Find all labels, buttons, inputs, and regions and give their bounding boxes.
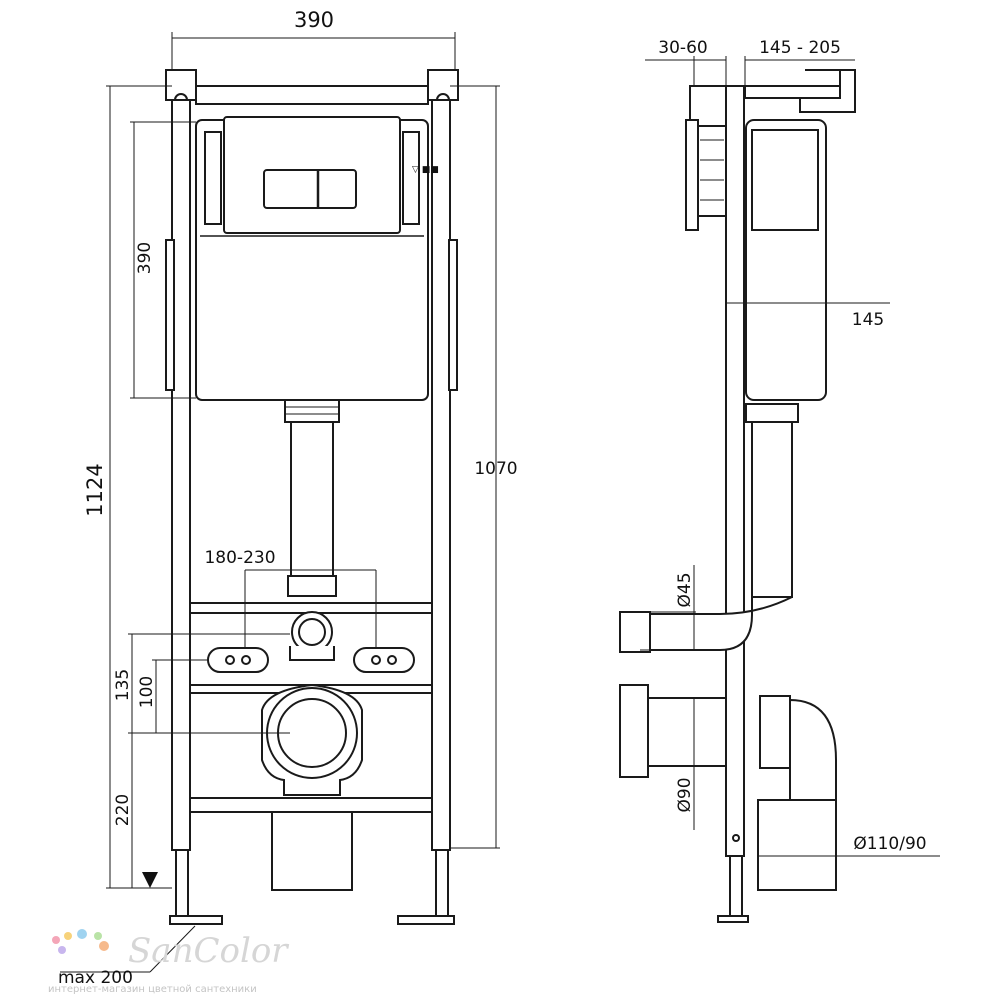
label-1070: 1070: [474, 459, 517, 479]
label-390-left: 390: [135, 242, 155, 274]
dimension-pipe-90: Ø90: [675, 698, 695, 830]
drain-connector: [647, 697, 727, 767]
drain-pipe-below: [271, 811, 353, 891]
label-d110-90: Ø110/90: [853, 834, 926, 854]
flush-outlet-base: [289, 646, 335, 661]
dimension-220: 220: [113, 732, 290, 888]
dimension-frame-height: 1070: [450, 85, 518, 849]
left-foot-leg: [175, 849, 189, 921]
side-pipe-coupling: [745, 403, 799, 423]
flush-buttons: [263, 169, 357, 209]
side-foot-leg: [729, 855, 743, 917]
pipe-vertical: [290, 421, 334, 595]
pipe-coupling: [284, 399, 340, 423]
cross-rail-bottom: [189, 797, 433, 813]
side-flush-pipe: [751, 421, 793, 598]
drain: [261, 683, 363, 891]
side-top-rail: [744, 85, 856, 99]
pipe-collar: [287, 575, 337, 597]
dimension-drain: Ø110/90: [758, 834, 940, 857]
dimension-bolt-spacing: 180-230: [204, 548, 377, 648]
drain-socket: [619, 684, 649, 778]
dimension-depth-range: 145 - 205: [744, 38, 855, 86]
wm-dot-5: [58, 946, 66, 954]
flush-pipe: [284, 399, 340, 661]
cistern-right-clip: [402, 131, 420, 225]
label-d45: Ø45: [675, 572, 695, 607]
dimension-tank-depth: 145: [726, 302, 890, 330]
label-220: 220: [113, 794, 133, 826]
cistern-left-clip: [204, 131, 222, 225]
left-slot: [207, 647, 269, 673]
wm-dot-4: [94, 932, 102, 940]
side-top-bracket: [799, 69, 856, 113]
right-foot-leg: [435, 849, 449, 921]
front-view: 390: [58, 8, 518, 988]
valve-mark: ▽ ■■: [412, 165, 439, 175]
right-foot-plate: [397, 915, 455, 925]
side-upright: [725, 85, 745, 857]
watermark: SanColor интернет-магазин цветной сантех…: [48, 929, 289, 995]
wm-dot-6: [99, 941, 109, 951]
left-foot-plate: [169, 915, 223, 925]
left-upright: [171, 99, 191, 851]
wm-dot-1: [52, 936, 60, 944]
dimension-100: 100: [137, 659, 208, 733]
label-max-200: max 200: [58, 968, 133, 988]
side-view: 30-60 145 - 205 145 Ø45 Ø90 Ø110/90: [619, 38, 940, 923]
actuator: [697, 125, 727, 217]
wm-brand: SanColor: [128, 931, 289, 971]
wm-tagline: интернет-магазин цветной сантехники: [48, 984, 257, 995]
label-180-230: 180-230: [204, 548, 275, 568]
flush-outlet-inner: [298, 618, 326, 646]
drain-elbow: [789, 698, 837, 801]
label-145-205: 145 - 205: [759, 38, 841, 58]
side-valve: [751, 129, 819, 231]
drain-elbow-collar: [759, 695, 791, 769]
cistern: ▽ ■■: [165, 116, 458, 401]
top-left-bracket: [165, 69, 197, 101]
dimension-total-height: 1124: [83, 85, 172, 889]
left-guide: [165, 239, 175, 391]
label-135: 135: [113, 669, 133, 701]
side-flush-elbow: [639, 596, 793, 651]
right-slot: [353, 647, 415, 673]
dimension-tank-height: 390: [130, 121, 196, 399]
side-foot-plate: [717, 915, 749, 923]
wm-dot-3: [77, 929, 87, 939]
dimension-width-top: 390: [171, 8, 456, 75]
right-guide: [448, 239, 458, 391]
label-390-top: 390: [294, 8, 334, 32]
wm-dot-2: [64, 932, 72, 940]
drain-outlet-pipe: [757, 799, 837, 891]
side-flush-outlet: [619, 611, 651, 653]
dimension-135: 135: [113, 633, 290, 733]
label-30-60: 30-60: [658, 38, 707, 58]
label-1124: 1124: [83, 463, 107, 516]
dimension-wall-thickness: 30-60: [645, 38, 727, 86]
label-d90: Ø90: [675, 777, 695, 812]
label-100: 100: [137, 676, 157, 708]
top-rail: [195, 85, 429, 105]
dimension-pipe-45: Ø45: [640, 565, 696, 651]
dimension-foot-extension: max 200: [58, 925, 196, 988]
right-upright: [431, 99, 451, 851]
flush-plate-side: [685, 119, 699, 231]
floor-level-marker: [142, 872, 158, 888]
label-145: 145: [852, 310, 884, 330]
